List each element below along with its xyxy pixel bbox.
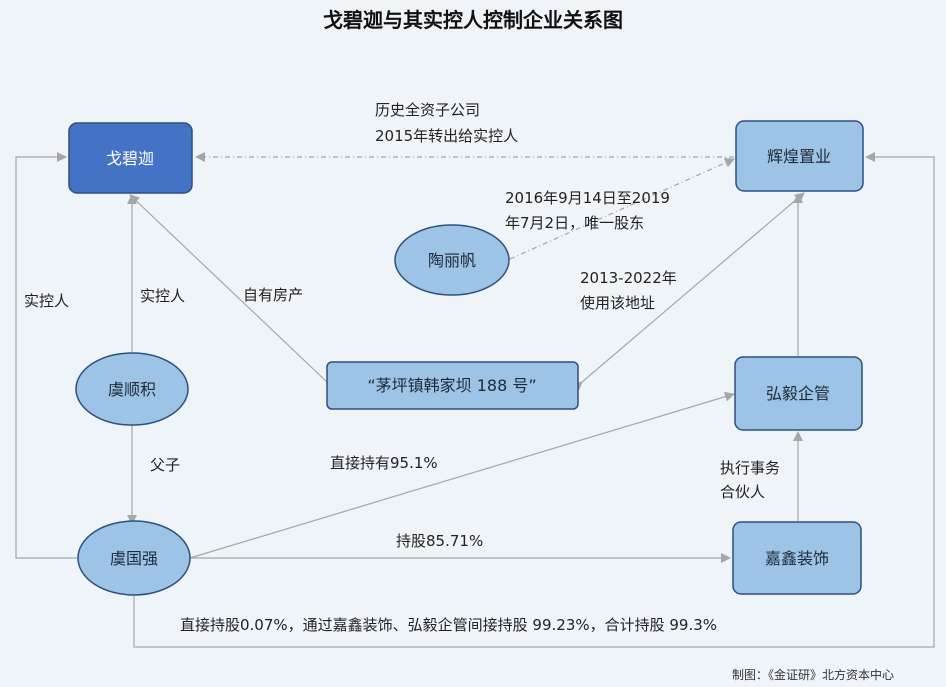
node-huihuang: 辉煌置业 [735, 120, 864, 192]
label-exec-partner-line1: 执行事务 [720, 459, 780, 477]
label-bottom-note: 直接持股0.07%，通过嘉鑫装饰、弘毅企管间接持股 99.23%，合计持股 99… [180, 616, 717, 634]
label-use-address-line2: 使用该地址 [580, 294, 655, 312]
node-gebijia: 戈碧迦 [68, 122, 193, 194]
edge-controller-left [15, 152, 77, 559]
diagram-title: 戈碧迦与其实控人控制企业关系图 [323, 8, 623, 32]
label-controller-mid: 实控人 [140, 287, 185, 305]
label-sole-holder-line1: 2016年9月14日至2019 [505, 189, 670, 207]
label-sole-holder-line2: 年7月2日，唯一股东 [505, 214, 644, 232]
label-own-property: 自有房产 [243, 286, 303, 304]
edge-sole-shareholder [509, 158, 735, 260]
node-jiaxin: 嘉鑫装饰 [732, 521, 862, 595]
node-yushunji: 虞顺积 [75, 352, 189, 426]
source-credit: 制图：《金证研》北方资本中心 [732, 667, 894, 682]
label-hold-8571: 持股85.71% [396, 532, 483, 550]
node-taolifan-label: 陶丽帆 [428, 251, 476, 270]
node-hongyi: 弘毅企管 [734, 356, 863, 431]
node-jiaxin-label: 嘉鑫装饰 [765, 549, 829, 568]
edge-total-hold [133, 152, 935, 648]
edge-direct-951 [189, 391, 735, 559]
node-yuguoqiang: 虞国强 [77, 520, 191, 596]
edge-address-use [571, 192, 805, 392]
node-yuguoqiang-label: 虞国强 [110, 549, 158, 568]
node-hongyi-label: 弘毅企管 [766, 384, 830, 403]
label-controller-left: 实控人 [24, 292, 69, 310]
node-yushunji-label: 虞顺积 [108, 380, 156, 399]
edge-own-property [129, 194, 328, 383]
label-exec-partner-line2: 合伙人 [720, 483, 765, 501]
label-history-line1: 历史全资子公司 [375, 101, 480, 119]
node-address: “茅坪镇韩家坝 188 号” [326, 361, 579, 410]
node-address-label: “茅坪镇韩家坝 188 号” [367, 376, 536, 395]
connectors [15, 152, 935, 648]
label-use-address-line1: 2013-2022年 [580, 269, 677, 287]
node-gebijia-label: 戈碧迦 [106, 149, 154, 168]
label-history-line2: 2015年转出给实控人 [375, 127, 518, 145]
label-direct-hold: 直接持有95.1% [330, 454, 438, 472]
node-taolifan: 陶丽帆 [394, 224, 510, 296]
node-huihuang-label: 辉煌置业 [767, 147, 831, 166]
label-father-son: 父子 [150, 456, 180, 474]
